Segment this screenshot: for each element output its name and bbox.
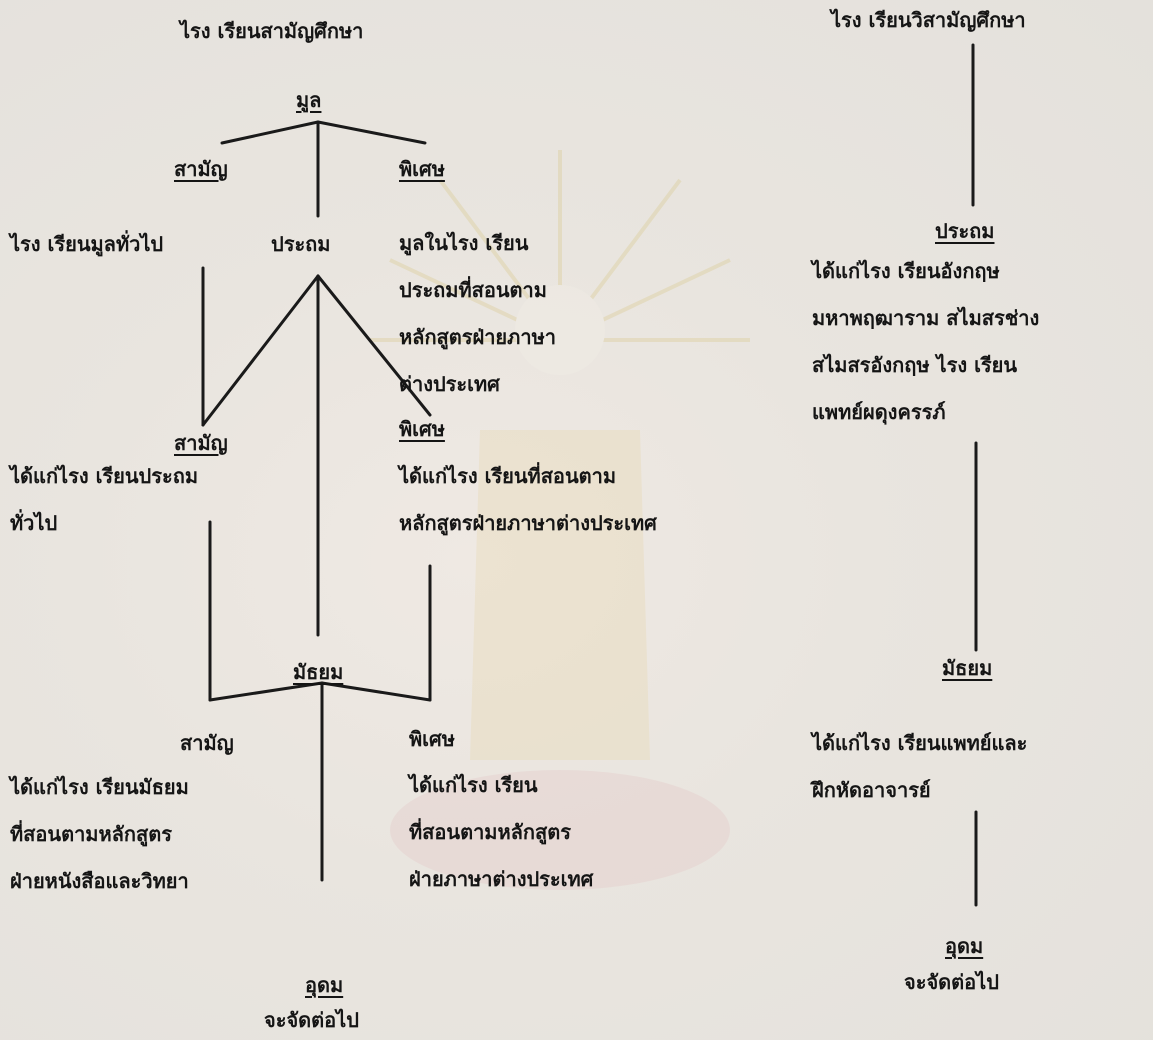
prathom-saman-desc: ได้แก่ไรง เรียนประถม ทั่วไป xyxy=(10,453,198,547)
right-prathom-desc: ได้แก่ไรง เรียนอังกฤษ มหาพฤฒาราม สไมสรช่… xyxy=(812,248,1039,436)
prathom-heading: ประถม xyxy=(271,232,331,256)
desc-line: ฝ่ายภาษาต่างประเทศ xyxy=(409,867,594,891)
mathayom-pised-label: พิเศษ xyxy=(409,727,455,751)
right-mathayom-desc: ได้แก่ไรง เรียนแพทย์และ ฝึกหัดอาจารย์ xyxy=(812,720,1027,814)
desc-line: ประถมที่สอนตาม xyxy=(399,278,547,302)
mathayom-pised-desc: ได้แก่ไรง เรียน ที่สอนตามหลักสูตร ฝ่ายภา… xyxy=(409,762,593,903)
desc-line: ได้แก่ไรง เรียนแพทย์และ xyxy=(812,731,1028,755)
desc-line: มหาพฤฒาราม สไมสรช่าง xyxy=(812,306,1040,330)
mool-saman-label: สามัญ xyxy=(174,157,228,181)
desc-line: หลักสูตรฝ่ายภาษา xyxy=(399,325,556,349)
desc-line: แพทย์ผดุงครรภ์ xyxy=(812,400,946,424)
line-mool-pised xyxy=(316,120,427,145)
udom-heading: อุดม xyxy=(305,973,344,997)
right-udom-desc: จะจัดต่อไป xyxy=(904,970,999,994)
desc-line: ที่สอนตามหลักสูตร xyxy=(409,820,571,844)
right-udom-heading: อุดม xyxy=(945,934,984,958)
desc-line: ได้แก่ไรง เรียนมัธยม xyxy=(10,775,189,799)
mathayom-saman-desc: ได้แก่ไรง เรียนมัธยม ที่สอนตามหลักสูตร ฝ… xyxy=(10,764,189,905)
desc-line: ได้แก่ไรง เรียน xyxy=(409,773,538,797)
mool-heading: มูล xyxy=(296,88,322,112)
desc-line: ทั่วไป xyxy=(10,511,58,535)
desc-line: ฝ่ายหนังสือและวิทยา xyxy=(10,869,189,893)
right-mathayom-heading: มัธยม xyxy=(942,656,993,680)
prathom-pised-label: พิเศษ xyxy=(399,417,445,441)
line-join-right xyxy=(320,681,432,702)
desc-line: หลักสูตรฝ่ายภาษาต่างประเทศ xyxy=(399,511,657,535)
mool-general-label: ไรง เรียนมูลทั่วไป xyxy=(10,232,164,256)
mathayom-heading: มัธยม xyxy=(293,660,344,684)
desc-line: ได้แก่ไรง เรียนที่สอนตาม xyxy=(399,464,617,488)
line-mool-saman xyxy=(220,120,320,145)
right-title: ไรง เรียนวิสามัญศึกษา xyxy=(831,8,1026,32)
line-join-left xyxy=(208,681,324,702)
right-prathom-heading: ประถม xyxy=(935,219,995,243)
line-prathom-saman xyxy=(201,274,320,427)
udom-desc: จะจัดต่อไป xyxy=(264,1008,359,1032)
desc-line: ฝึกหัดอาจารย์ xyxy=(812,778,931,802)
desc-line: ได้แก่ไรง เรียนอังกฤษ xyxy=(812,259,1000,283)
desc-line: มูลในไรง เรียน xyxy=(399,231,529,255)
mool-special-desc: มูลในไรง เรียน ประถมที่สอนตาม หลักสูตรฝ่… xyxy=(399,220,556,408)
line-prathom-pised xyxy=(316,274,432,417)
mool-pised-label: พิเศษ xyxy=(399,157,445,181)
mathayom-saman-label: สามัญ xyxy=(180,731,234,755)
desc-line: ได้แก่ไรง เรียนประถม xyxy=(10,464,199,488)
prathom-pised-desc: ได้แก่ไรง เรียนที่สอนตาม หลักสูตรฝ่ายภาษ… xyxy=(399,453,657,547)
desc-line: ที่สอนตามหลักสูตร xyxy=(10,822,172,846)
desc-line: สไมสรอังกฤษ ไรง เรียน xyxy=(812,353,1018,377)
prathom-saman-label: สามัญ xyxy=(174,431,228,455)
left-title: ไรง เรียนสามัญศึกษา xyxy=(180,19,364,43)
desc-line: ต่างประเทศ xyxy=(399,372,500,396)
